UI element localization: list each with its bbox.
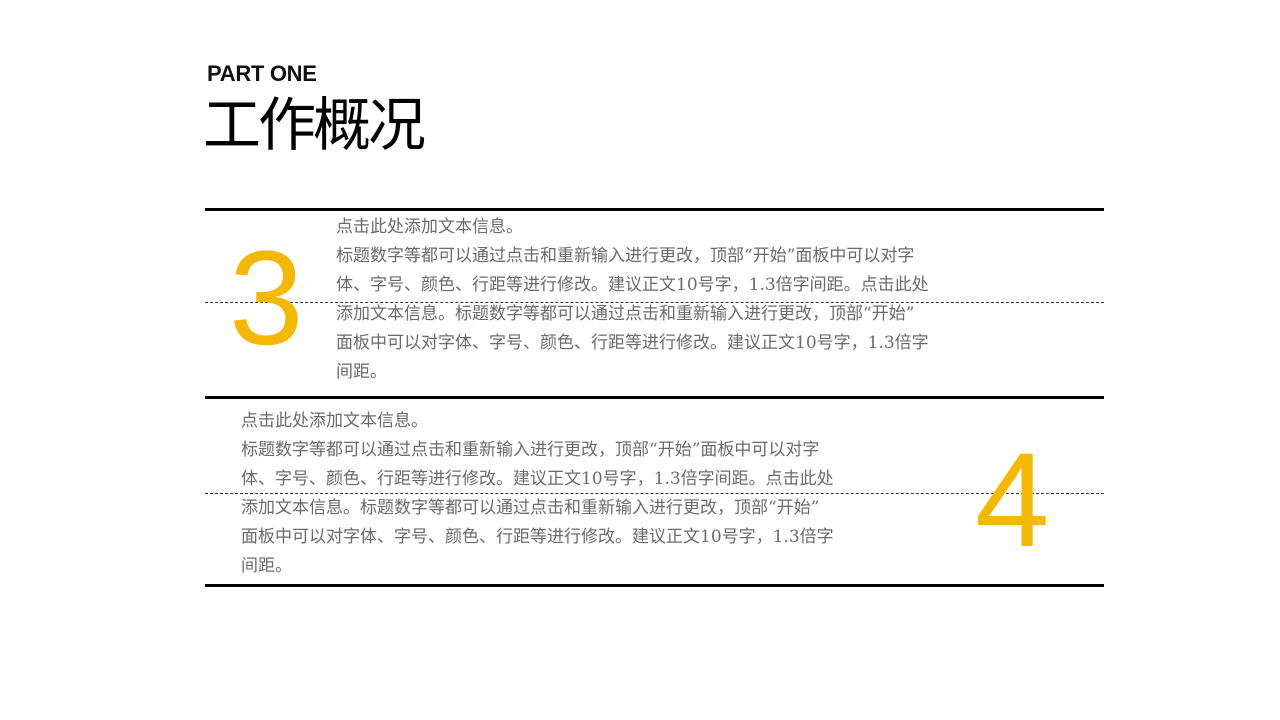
section-3-line: 间距。 (336, 362, 387, 382)
middle-rule (205, 396, 1104, 399)
section-3-line: 面板中可以对字体、字号、颜色、行距等进行修改。建议正文10号字，1.3倍字 (336, 333, 929, 353)
section-3-text[interactable]: 点击此处添加文本信息。 标题数字等都可以通过点击和重新输入进行更改，顶部“开始”… (336, 213, 929, 387)
section-3-line: 添加文本信息。标题数字等都可以通过点击和重新输入进行更改，顶部“开始” (336, 304, 915, 324)
part-label: PART ONE (207, 61, 317, 86)
section-4-line: 标题数字等都可以通过点击和重新输入进行更改，顶部“开始”面板中可以对字 (241, 440, 820, 460)
section-4-heading: 点击此处添加文本信息。 (241, 411, 428, 431)
section-4-line: 间距。 (241, 556, 292, 576)
section-4-line: 添加文本信息。标题数字等都可以通过点击和重新输入进行更改，顶部“开始” (241, 498, 820, 518)
top-rule (205, 208, 1104, 211)
section-number-4: 4 (975, 426, 1050, 575)
bottom-rule (205, 584, 1104, 587)
section-3-dashed-guide (205, 302, 1104, 303)
section-4-text[interactable]: 点击此处添加文本信息。 标题数字等都可以通过点击和重新输入进行更改，顶部“开始”… (241, 407, 834, 581)
section-3-line: 标题数字等都可以通过点击和重新输入进行更改，顶部“开始”面板中可以对字 (336, 246, 915, 266)
section-3-heading: 点击此处添加文本信息。 (336, 217, 523, 237)
section-3-line: 体、字号、颜色、行距等进行修改。建议正文10号字，1.3倍字间距。点击此处 (336, 275, 929, 295)
section-4-line: 体、字号、颜色、行距等进行修改。建议正文10号字，1.3倍字间距。点击此处 (241, 469, 834, 489)
section-4-line: 面板中可以对字体、字号、颜色、行距等进行修改。建议正文10号字，1.3倍字 (241, 527, 834, 547)
page-title: 工作概况 (203, 91, 426, 159)
section-number-3: 3 (229, 224, 304, 373)
section-4-dashed-guide (205, 493, 1104, 494)
